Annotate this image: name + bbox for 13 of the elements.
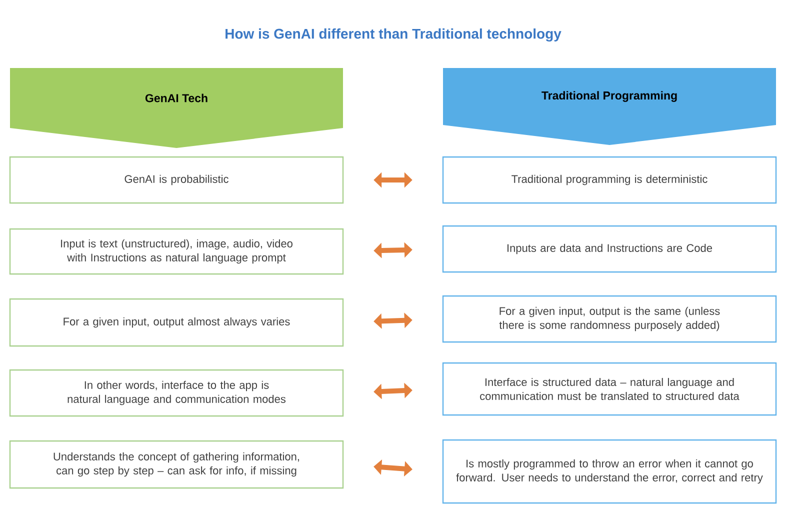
text-box: Input is text (unstructured), image, audio, video with Instructions as natural language prompt bbox=[9, 228, 344, 275]
header-chevron: GenAI Tech bbox=[10, 68, 343, 148]
text-box: In other words, interface to the app is natural language and communication modes bbox=[9, 369, 344, 417]
title: How is GenAI different than Traditional technology bbox=[226, 28, 562, 42]
text-box: For a given input, output is the same (unless there is some randomness purposely added) bbox=[442, 295, 777, 343]
text-box: GenAI is probabilistic bbox=[9, 156, 344, 204]
text-box: Understands the concept of gathering information, can go step by step – can ask for info, if missing bbox=[9, 440, 344, 489]
text-box: Interface is structured data – natural language and communication must be translated to structured data bbox=[442, 362, 777, 416]
text-box: Inputs are data and Instructions are Code bbox=[442, 225, 777, 273]
text-box: For a given input, output almost always varies bbox=[9, 298, 344, 347]
text-box: Is mostly programmed to throw an error when it cannot go forward. User needs to understand the error, correct and retry bbox=[442, 439, 777, 504]
header-chevron: Traditional Programming bbox=[443, 68, 776, 145]
text-box: Traditional programming is deterministic bbox=[442, 156, 777, 204]
